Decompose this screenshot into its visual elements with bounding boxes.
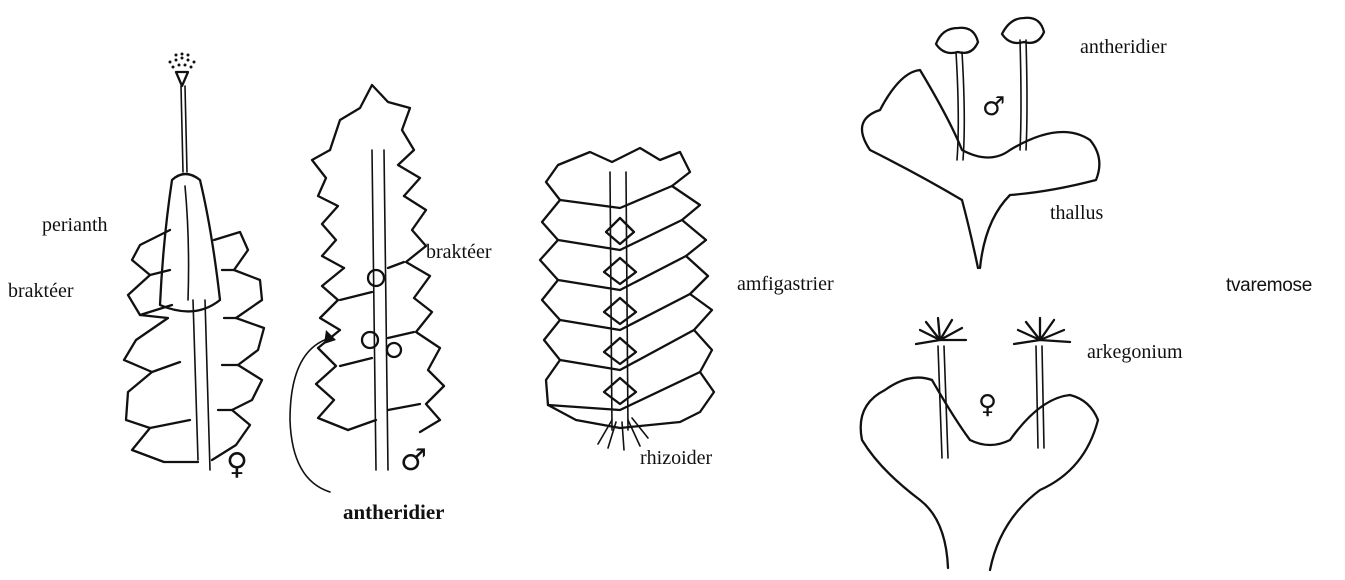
perianth <box>160 174 220 311</box>
female-symbol-left: ♀ <box>226 450 248 480</box>
male-leafy-shoot <box>290 85 444 492</box>
ventral-stem <box>610 172 628 430</box>
male-symbol-left: ♂ <box>400 446 427 476</box>
label-thallus: thallus <box>1050 203 1103 223</box>
female-leafy-shoot <box>124 53 264 471</box>
label-perianth: perianth <box>42 215 108 235</box>
bracts-right <box>212 232 264 460</box>
male-thallus-outline <box>862 70 1099 268</box>
antheridiophore-right <box>1002 18 1044 43</box>
male-apex <box>330 85 420 196</box>
label-antheridier-top: antheridier <box>1080 37 1167 57</box>
amphigastria <box>604 218 636 404</box>
label-rhizoider: rhizoider <box>640 448 712 468</box>
female-symbol-right: ♀ <box>978 392 997 418</box>
antheridier-leader <box>290 338 330 492</box>
label-arkegonium: arkegonium <box>1087 342 1183 362</box>
sporophyte-capsule <box>169 53 196 87</box>
antheridiophore-left <box>936 28 978 53</box>
stem <box>193 300 210 470</box>
label-tvaremose: tvaremose <box>1226 276 1312 295</box>
label-brakteer-left: braktéer <box>8 281 74 301</box>
male-symbol-right: ♂ <box>982 94 1005 120</box>
rhizoids <box>598 418 648 450</box>
male-stem <box>372 150 388 470</box>
seta <box>181 86 187 172</box>
archegoniophore-left <box>916 318 966 344</box>
label-antheridier-bottom: antheridier <box>343 502 444 523</box>
bracts-left <box>124 230 198 462</box>
male-thalloid <box>862 18 1099 268</box>
ventral-shoot <box>540 148 714 450</box>
female-thalloid <box>861 318 1098 570</box>
label-amfigastrier: amfigastrier <box>737 274 834 294</box>
archegoniophore-right <box>1014 318 1070 344</box>
label-brakteer-right: braktéer <box>426 242 492 262</box>
